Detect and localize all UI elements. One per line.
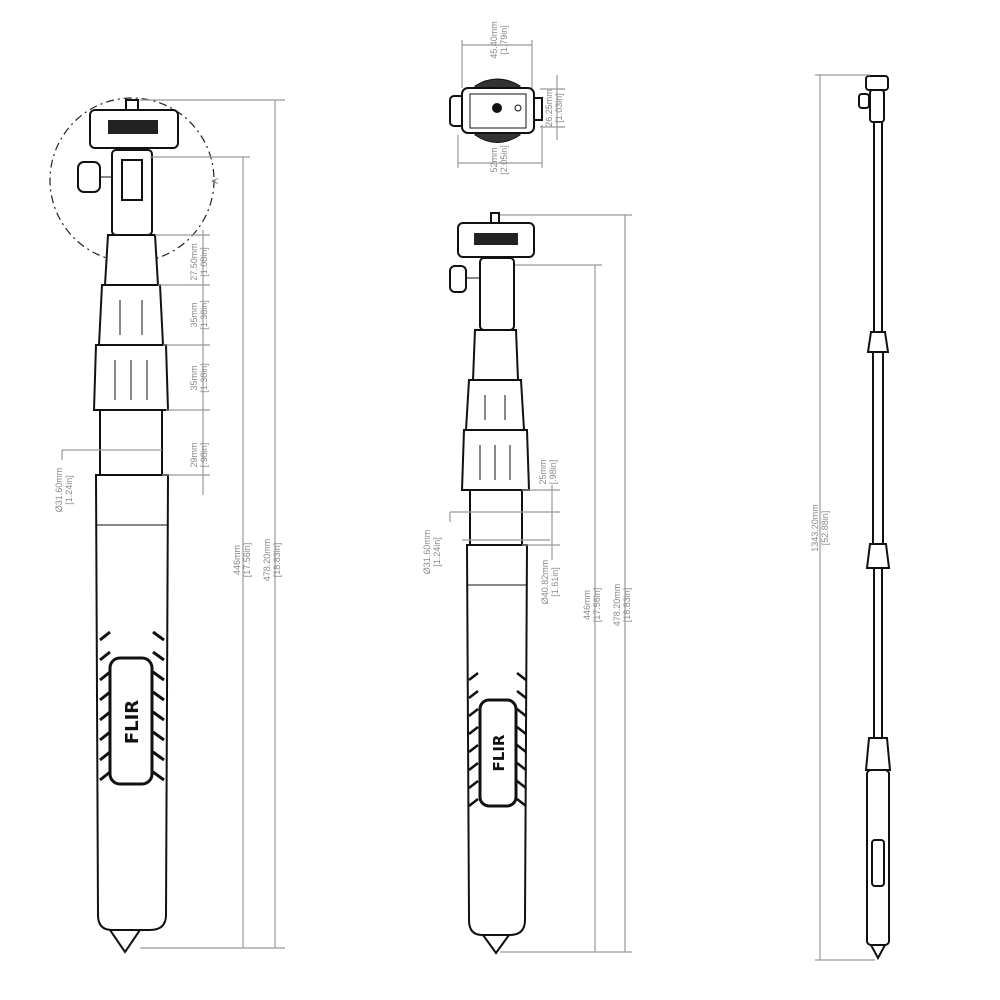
dimension-imperial: [2.05in] [499, 145, 509, 175]
dimension-view-front-tube-segment: 29mm[.98in] [189, 442, 209, 467]
dimension-labels: 27.50mm[1.08in]35mm[1.38in]35mm[1.38in]2… [54, 21, 830, 626]
extended-view-dimension-lines [815, 74, 875, 961]
dimension-imperial: [1.79in] [499, 25, 509, 55]
dimension-value: Ø31.60mm [422, 530, 432, 575]
dimension-view-side-tube-segment: 25mm[.98in] [538, 459, 558, 484]
dimension-value: Ø31.60mm [54, 468, 64, 513]
flir-logo: FLIR [122, 700, 143, 744]
dimension-imperial: [.98in] [199, 443, 209, 468]
dimension-view-front-head-height: 27.50mm[1.08in] [189, 243, 209, 281]
top-view-head [449, 78, 543, 143]
dimension-value: 35mm [189, 302, 199, 327]
dimension-view-front-tube-diameter: Ø31.60mm[1.24in] [54, 468, 74, 513]
dimension-imperial: [1.03in] [554, 93, 564, 123]
front-view-pole: FLIR [49, 97, 215, 954]
dimension-value: 1343.20mm [810, 504, 820, 552]
dimension-view-front-length-body: 446mm[17.56in] [232, 543, 252, 578]
front-view-dimension-lines [61, 99, 285, 949]
extended-view-pole [858, 75, 892, 961]
detail-label: A [210, 178, 220, 184]
dimension-value: 45.40mm [489, 21, 499, 59]
dimension-value: 25mm [538, 459, 548, 484]
flir-logo: FLIR [490, 734, 508, 771]
dimension-value: 446mm [582, 590, 592, 620]
dimension-value: Ø40.82mm [540, 560, 550, 605]
side-view-pole: FLIR [449, 212, 535, 955]
dimension-imperial: [1.08in] [199, 247, 209, 277]
dimension-view-side-length-body: 446mm[17.56in] [582, 588, 602, 623]
dimension-view-extended-length-extended: 1343.20mm[52.88in] [810, 504, 830, 552]
dimension-value: 478.20mm [612, 584, 622, 627]
dimension-view-front-collar-2: 35mm[1.38in] [189, 363, 209, 393]
dimension-view-front-length-total: 478.20mm[18.83in] [262, 539, 282, 582]
dimension-view-top-plate-depth: 26.25mm[1.03in] [544, 89, 564, 127]
dimension-imperial: [1.24in] [432, 537, 442, 567]
dimension-imperial: [52.88in] [820, 511, 830, 546]
dimension-view-side-tube-diameter: Ø31.60mm[1.24in] [422, 530, 442, 575]
dimension-imperial: [17.56in] [242, 543, 252, 578]
top-view-dimension-lines [457, 40, 565, 168]
dimension-imperial: [1.38in] [199, 300, 209, 330]
dimension-view-side-length-total: 478.20mm[18.83in] [612, 584, 632, 627]
side-view-dimension-lines [449, 214, 632, 953]
dimension-value: 446mm [232, 545, 242, 575]
dimension-imperial: [1.24in] [64, 475, 74, 505]
dimension-imperial: [18.83in] [272, 543, 282, 578]
dimension-view-top-plate-width: 45.40mm[1.79in] [489, 21, 509, 59]
dimension-view-front-collar-1: 35mm[1.38in] [189, 300, 209, 330]
dimension-imperial: [.98in] [548, 460, 558, 485]
dimension-view-side-grip-diameter: Ø40.82mm[1.61in] [540, 560, 560, 605]
dimension-imperial: [1.61in] [550, 567, 560, 597]
dimension-value: 52mm [489, 147, 499, 172]
dimension-value: 35mm [189, 365, 199, 390]
dimension-value: 478.20mm [262, 539, 272, 582]
dimension-imperial: [17.56in] [592, 588, 602, 623]
dimension-view-top-overall-width: 52mm[2.05in] [489, 145, 509, 175]
dimension-value: 26.25mm [544, 89, 554, 127]
dimension-imperial: [18.83in] [622, 588, 632, 623]
dimension-value: 29mm [189, 442, 199, 467]
dimension-imperial: [1.38in] [199, 363, 209, 393]
dimension-value: 27.50mm [189, 243, 199, 281]
